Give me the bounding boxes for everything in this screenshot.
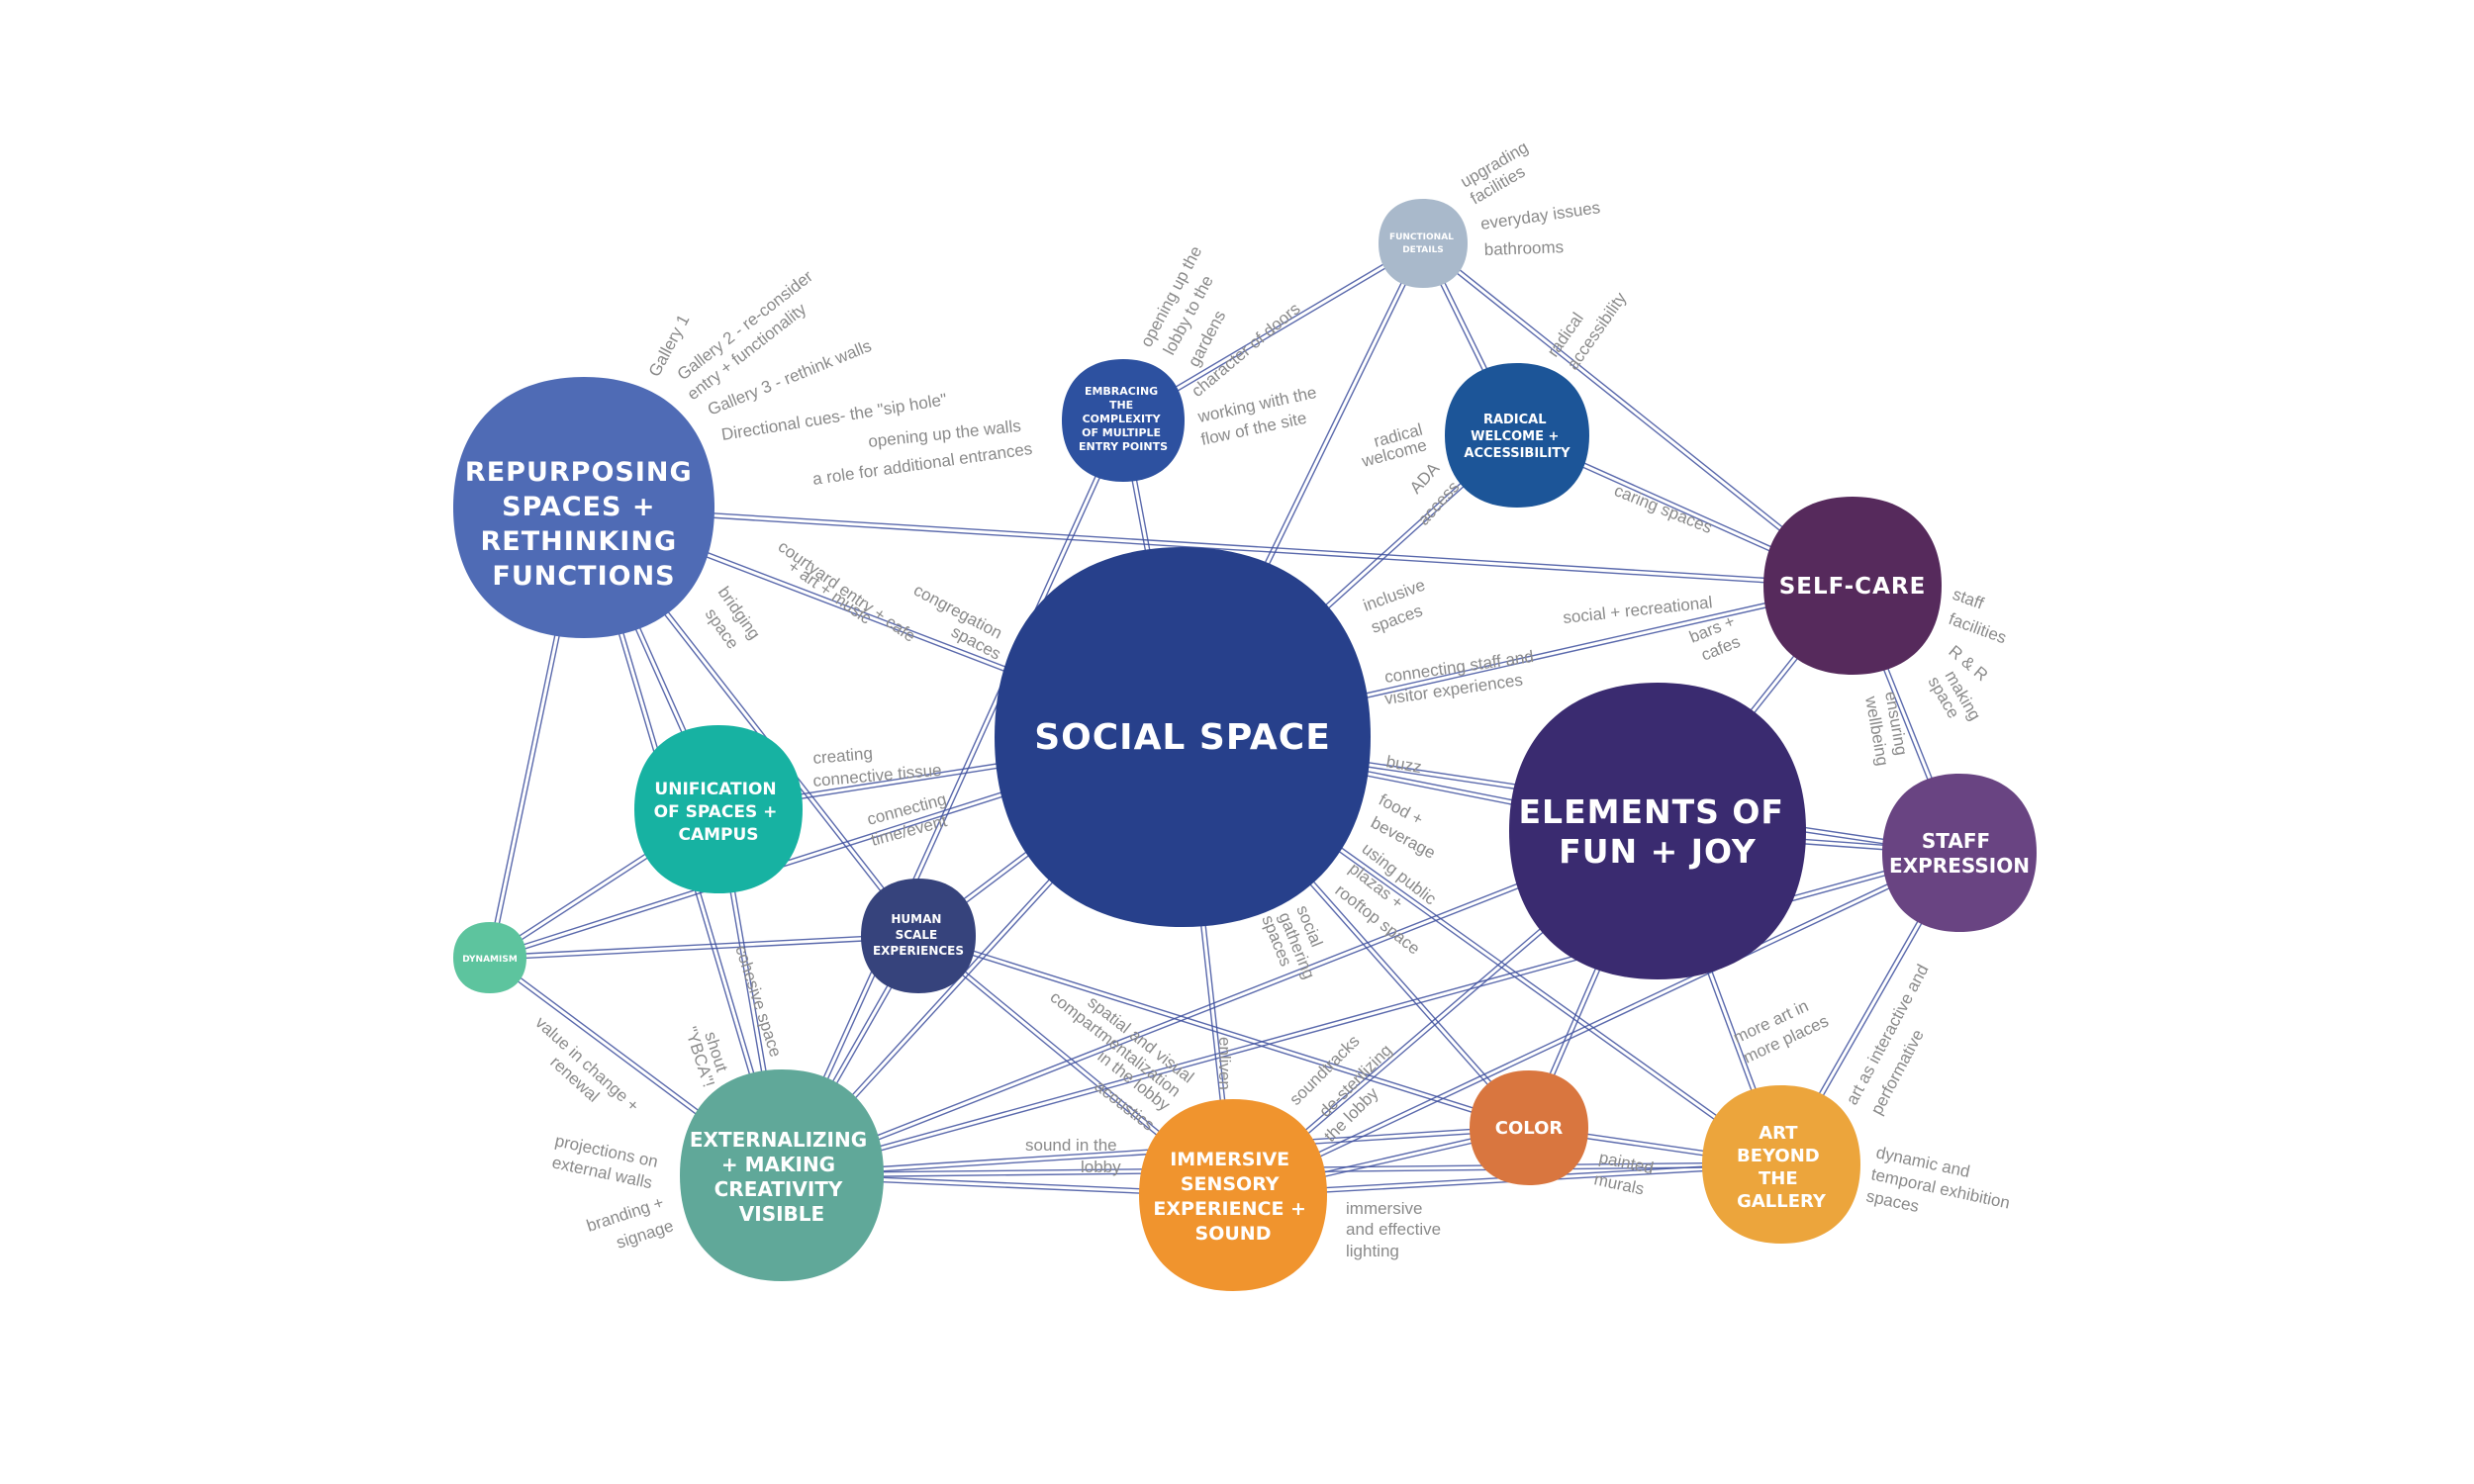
connection-line — [1231, 850, 1959, 1194]
node-blob — [1139, 1099, 1327, 1291]
node-label-art: ART BEYOND THE GALLERY — [1737, 1123, 1827, 1212]
node-label-dynamism: DYNAMISM — [462, 955, 518, 965]
connection-line — [1233, 854, 1961, 1198]
connection-line — [489, 933, 918, 957]
node-blob — [453, 377, 714, 638]
connection-line — [490, 937, 919, 961]
node-blob — [1470, 1070, 1588, 1185]
node-label-color: COLOR — [1495, 1118, 1564, 1139]
node-immersive: IMMERSIVE SENSORY EXPERIENCE + SOUND — [1139, 1099, 1327, 1291]
node-fun: ELEMENTS OF FUN + JOY — [1509, 683, 1806, 979]
node-dynamism: DYNAMISM — [453, 922, 526, 993]
connection-line — [779, 418, 1122, 1175]
edge-label: enliven — [1215, 1037, 1234, 1090]
connection-line — [780, 828, 1658, 1174]
edge-label: a role for additional entrances — [811, 439, 1033, 489]
edge-label: everyday issues — [1479, 198, 1601, 233]
node-label-externalizing: EXTERNALIZING + MAKING CREATIVITY VISIBL… — [690, 1128, 874, 1226]
node-label-social: SOCIAL SPACE — [1034, 717, 1331, 758]
node-selfcare: SELF-CARE — [1763, 497, 1942, 675]
connection-line — [917, 937, 1529, 1131]
node-unification: UNIFICATION OF SPACES + CAMPUS — [634, 725, 803, 893]
node-blob — [1062, 359, 1185, 482]
edge-label: and effective — [1346, 1220, 1441, 1239]
edge-label: bathrooms — [1483, 237, 1564, 259]
connection-line — [583, 509, 1853, 589]
node-label-functional: FUNCTIONAL DETAILS — [1389, 232, 1457, 255]
node-blob — [1379, 199, 1468, 288]
node-embracing: EMBRACING THE COMPLEXITY OF MULTIPLE ENT… — [1062, 359, 1185, 482]
node-blob — [1509, 683, 1806, 979]
edge-label: sound in the — [1025, 1136, 1117, 1155]
edge-label: lobby — [1081, 1158, 1121, 1176]
connection-line — [584, 505, 1854, 585]
node-blob — [680, 1069, 884, 1281]
node-color: COLOR — [1470, 1070, 1588, 1185]
edge-label: buzz — [1384, 752, 1423, 777]
edge-label: caring spaces — [1612, 481, 1715, 537]
node-label-selfcare: SELF-CARE — [1779, 574, 1927, 600]
edge-label: social + recreational — [1562, 593, 1713, 627]
node-blob — [1445, 363, 1589, 508]
node-label-repurposing: REPURPOSING SPACES + RETHINKING FUNCTION… — [465, 457, 703, 592]
node-radical: RADICAL WELCOME + ACCESSIBILITY — [1445, 363, 1589, 508]
node-label-embracing: EMBRACING THE COMPLEXITY OF MULTIPLE ENT… — [1079, 385, 1168, 453]
connection-line — [918, 933, 1530, 1127]
edge-label: staff — [1951, 585, 1987, 613]
node-label-immersive: IMMERSIVE SENSORY EXPERIENCE + SOUND — [1153, 1149, 1312, 1245]
edge-label: compartmentalization — [1047, 987, 1185, 1100]
node-blob — [995, 547, 1371, 927]
node-functional: FUNCTIONAL DETAILS — [1379, 199, 1468, 288]
edge-label: lighting — [1346, 1242, 1399, 1260]
node-label-staffexp: STAFF EXPRESSION — [1889, 829, 2030, 878]
node-blob — [453, 922, 526, 993]
node-label-radical: RADICAL WELCOME + ACCESSIBILITY — [1464, 413, 1570, 461]
edge-label: immersive — [1346, 1199, 1422, 1218]
connection-line — [782, 832, 1660, 1178]
node-human: HUMAN SCALE EXPERIENCES — [861, 879, 976, 993]
node-repurposing: REPURPOSING SPACES + RETHINKING FUNCTION… — [453, 377, 714, 638]
node-blob — [634, 725, 803, 893]
node-label-fun: ELEMENTS OF FUN + JOY — [1519, 792, 1797, 871]
node-blob — [1702, 1085, 1860, 1244]
topic-nodes: REPURPOSING SPACES + RETHINKING FUNCTION… — [453, 199, 2037, 1291]
connection-line — [783, 420, 1126, 1177]
node-externalizing: EXTERNALIZING + MAKING CREATIVITY VISIBL… — [680, 1069, 884, 1281]
node-label-human: HUMAN SCALE EXPERIENCES — [873, 912, 964, 958]
node-blob — [1882, 774, 2037, 932]
node-social: SOCIAL SPACE — [995, 547, 1371, 927]
edge-label: facilities — [1947, 609, 2009, 648]
node-staffexp: STAFF EXPRESSION — [1882, 774, 2037, 932]
node-blob — [861, 879, 976, 993]
node-blob — [1763, 497, 1942, 675]
node-art: ART BEYOND THE GALLERY — [1702, 1085, 1860, 1244]
edge-label: creating — [812, 744, 874, 768]
node-label-unification: UNIFICATION OF SPACES + CAMPUS — [654, 780, 784, 845]
